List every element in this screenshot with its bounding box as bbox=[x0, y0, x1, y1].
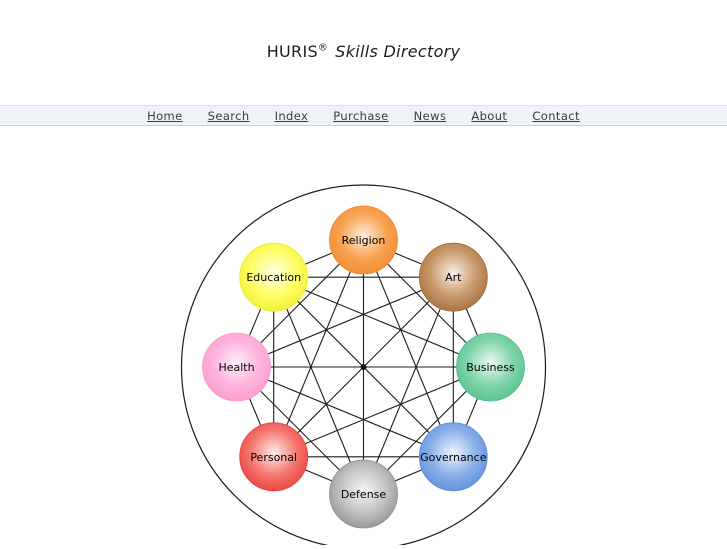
brand-name: HURIS bbox=[266, 42, 318, 61]
registered-mark: ® bbox=[317, 42, 329, 54]
node-sphere[interactable] bbox=[239, 242, 309, 312]
node-label: Religion bbox=[342, 234, 386, 247]
diagram-node-governance[interactable]: Governance bbox=[418, 422, 488, 492]
diagram-node-defense[interactable]: Defense bbox=[329, 459, 398, 529]
node-label: Health bbox=[218, 361, 254, 374]
node-sphere[interactable] bbox=[239, 422, 309, 492]
nav-link-search[interactable]: Search bbox=[207, 108, 250, 123]
page-title: HURIS® Skills Directory bbox=[0, 42, 727, 61]
diagram-node-health[interactable]: Health bbox=[202, 332, 271, 402]
node-label: Governance bbox=[420, 451, 487, 464]
nav-link-purchase[interactable]: Purchase bbox=[333, 108, 389, 123]
nav-link-contact[interactable]: Contact bbox=[532, 108, 580, 123]
nav-link-news[interactable]: News bbox=[413, 108, 447, 123]
node-sphere[interactable] bbox=[329, 459, 398, 529]
node-label: Personal bbox=[250, 451, 297, 464]
node-label: Defense bbox=[341, 488, 387, 501]
diagram-node-art[interactable]: Art bbox=[418, 242, 488, 312]
center-dot bbox=[360, 364, 367, 370]
node-sphere[interactable] bbox=[418, 242, 488, 312]
node-sphere[interactable] bbox=[418, 422, 488, 492]
diagram-node-personal[interactable]: Personal bbox=[239, 422, 309, 492]
node-sphere[interactable] bbox=[202, 332, 271, 402]
main-nav: Home Search Index Purchase News About Contact bbox=[0, 105, 727, 126]
nav-link-index[interactable]: Index bbox=[274, 108, 309, 123]
node-label: Education bbox=[246, 271, 301, 284]
nav-link-home[interactable]: Home bbox=[147, 108, 183, 123]
outer-circle bbox=[180, 184, 547, 549]
node-label: Business bbox=[466, 361, 515, 374]
node-label: Art bbox=[445, 271, 462, 284]
node-sphere[interactable] bbox=[329, 205, 398, 275]
page-subtitle: Skills Directory bbox=[335, 42, 461, 61]
page-header: HURIS® Skills Directory bbox=[0, 0, 727, 61]
node-sphere[interactable] bbox=[456, 332, 525, 402]
nav-link-about[interactable]: About bbox=[471, 108, 508, 123]
diagram-node-education[interactable]: Education bbox=[239, 242, 309, 312]
diagram-node-business[interactable]: Business bbox=[456, 332, 525, 402]
diagram-node-religion[interactable]: Religion bbox=[329, 205, 398, 275]
